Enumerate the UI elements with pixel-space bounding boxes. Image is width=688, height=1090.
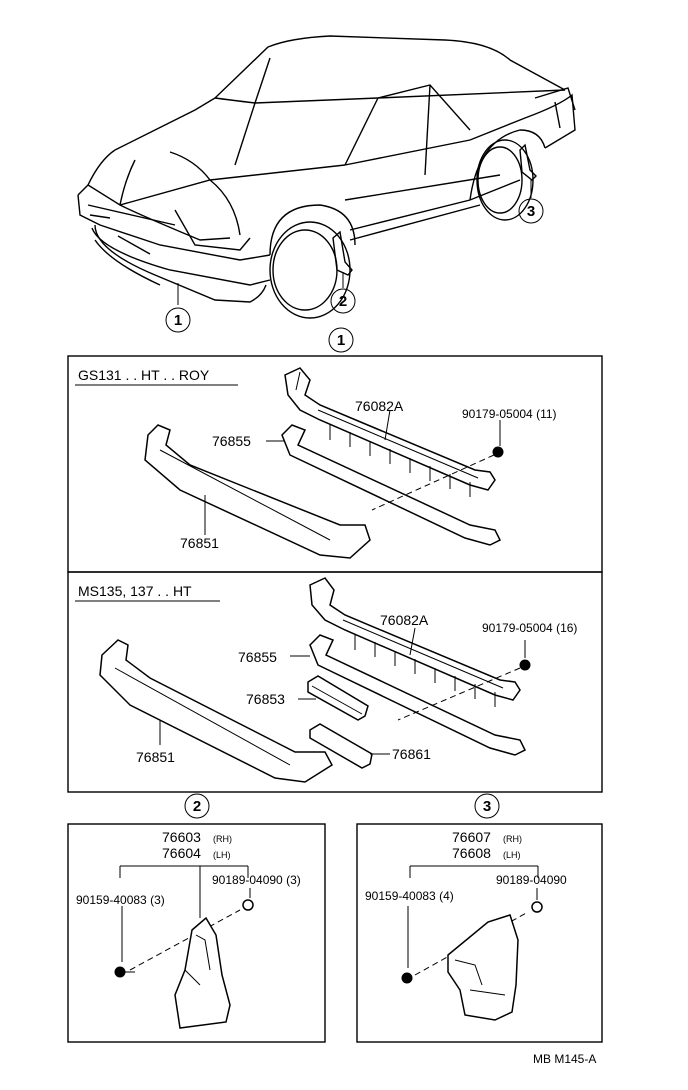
section-b-frame bbox=[67, 571, 603, 793]
svg-text:1: 1 bbox=[337, 332, 345, 349]
label-76853-b: 76853 bbox=[246, 691, 285, 707]
svg-text:3: 3 bbox=[483, 798, 491, 815]
label-76855-b: 76855 bbox=[238, 649, 277, 665]
front-part-rh-side: (RH) bbox=[213, 834, 232, 844]
callout-1-car: 1 bbox=[165, 307, 191, 333]
rear-nut-label: 90189-04090 bbox=[496, 873, 567, 887]
svg-text:2: 2 bbox=[339, 293, 347, 310]
label-76082a-a: 76082A bbox=[355, 398, 404, 414]
front-part-rh: 76603 bbox=[162, 829, 201, 845]
front-screw-label: 90159-40083 (3) bbox=[76, 893, 165, 907]
front-part-lh: 76604 bbox=[162, 845, 201, 861]
label-90179-a: 90179-05004 (11) bbox=[462, 407, 557, 421]
callout-2-car: 2 bbox=[330, 288, 356, 314]
label-76851-b: 76851 bbox=[136, 749, 175, 765]
front-nut-label: 90189-04090 (3) bbox=[212, 873, 301, 887]
rear-mudguard-drawing bbox=[401, 865, 543, 1021]
callout-3-car: 3 bbox=[518, 198, 544, 224]
car-illustration bbox=[77, 35, 576, 319]
callout-2-section: 2 bbox=[184, 793, 210, 819]
section-b-header: MS135, 137 . . HT bbox=[78, 583, 192, 599]
label-76861-b: 76861 bbox=[392, 746, 431, 762]
footer-code: MB M145-A bbox=[533, 1052, 596, 1066]
rear-part-lh: 76608 bbox=[452, 845, 491, 861]
svg-text:3: 3 bbox=[527, 203, 535, 220]
bumper-b-parts bbox=[99, 577, 531, 783]
front-mudguard-drawing bbox=[114, 865, 254, 1029]
section-a-header: GS131 . . HT . . ROY bbox=[78, 367, 210, 383]
label-76082a-b: 76082A bbox=[380, 612, 429, 628]
rear-part-rh: 76607 bbox=[452, 829, 491, 845]
callout-3-section: 3 bbox=[474, 793, 500, 819]
rear-screw-label: 90159-40083 (4) bbox=[365, 889, 454, 903]
rear-part-lh-side: (LH) bbox=[503, 850, 521, 860]
mudguard-front-frame bbox=[67, 823, 326, 1043]
front-part-lh-side: (LH) bbox=[213, 850, 231, 860]
label-76851-a: 76851 bbox=[180, 535, 219, 551]
label-90179-b: 90179-05004 (16) bbox=[482, 621, 577, 635]
rear-part-rh-side: (RH) bbox=[503, 834, 522, 844]
callout-1-section: 1 bbox=[328, 327, 354, 353]
mudguard-rear-frame bbox=[356, 823, 603, 1043]
bumper-a-parts bbox=[144, 367, 504, 559]
svg-text:2: 2 bbox=[193, 798, 201, 815]
label-76855-a: 76855 bbox=[212, 433, 251, 449]
svg-text:1: 1 bbox=[174, 312, 182, 329]
